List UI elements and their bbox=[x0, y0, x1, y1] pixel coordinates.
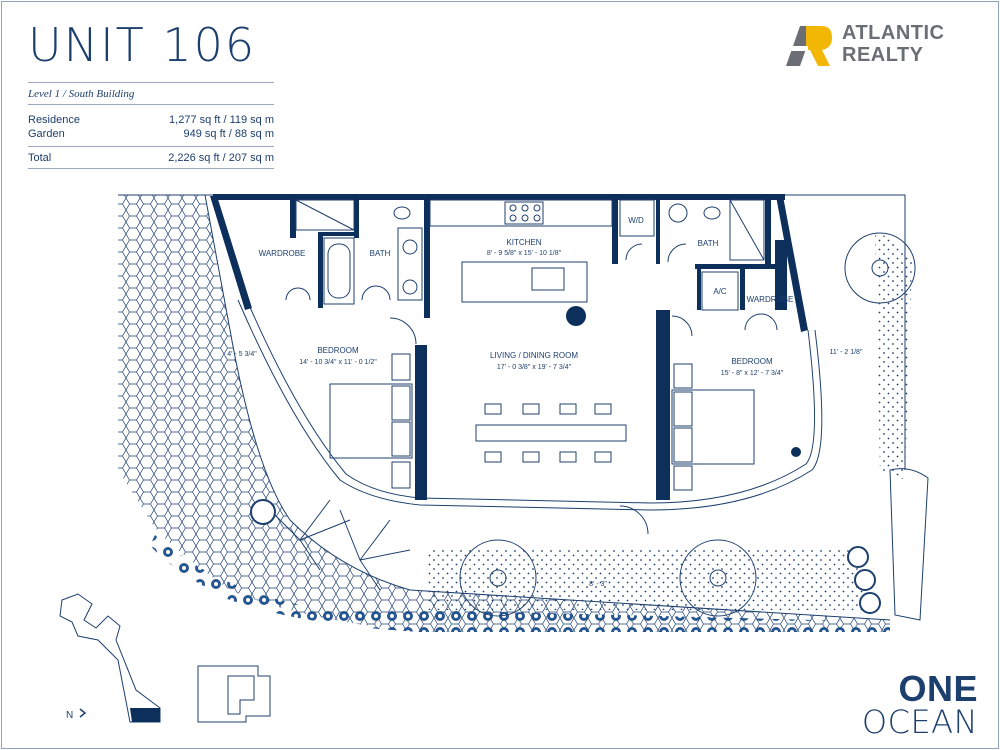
wardrobe-left-label: WARDROBE bbox=[259, 249, 306, 258]
site-key-plan bbox=[59, 593, 271, 723]
area-value: 1,277 sq ft / 119 sq m bbox=[169, 114, 274, 126]
north-label: N bbox=[66, 710, 73, 721]
logo-line-2: REALTY bbox=[842, 44, 924, 66]
kitchen-label: KITCHEN bbox=[506, 238, 541, 247]
planter-circles bbox=[250, 499, 881, 614]
hex-paving bbox=[118, 195, 890, 632]
level-divider bbox=[28, 104, 274, 105]
column-kitchen bbox=[566, 306, 586, 326]
ac-label: A/C bbox=[713, 287, 727, 296]
total-label: Total bbox=[28, 152, 52, 164]
bedroom-left-dims: 14' - 10 3/4" x 11' - 0 1/2" bbox=[299, 359, 377, 366]
garden-dim: 8' - 3" bbox=[589, 581, 607, 588]
kitchen-dims: 8' - 9 5/8" x 15' - 10 1/8" bbox=[487, 250, 562, 257]
side-lawn bbox=[875, 232, 912, 480]
garden-edge bbox=[118, 194, 891, 621]
fixtures bbox=[285, 199, 778, 535]
bath-left-label: BATH bbox=[370, 249, 391, 258]
total-value: 2,226 sq ft / 207 sq m bbox=[168, 152, 274, 164]
logo-line-1: ATLANTIC bbox=[842, 22, 945, 44]
logo-text: ATLANTIC REALTY bbox=[842, 22, 945, 66]
planting bbox=[269, 232, 929, 621]
brand-line-2: OCEAN bbox=[861, 703, 978, 741]
level-label: Level 1 / South Building bbox=[28, 88, 135, 100]
dotted-lawn bbox=[428, 550, 864, 610]
north-arrow-icon bbox=[79, 708, 87, 718]
area-label: Residence bbox=[28, 114, 80, 126]
brand-line-1: ONE bbox=[898, 668, 978, 709]
unit-title: UNIT 106 bbox=[28, 18, 257, 72]
bottom-divider bbox=[28, 168, 274, 169]
area-value: 949 sq ft / 88 sq m bbox=[183, 128, 275, 140]
area-label: Garden bbox=[28, 128, 65, 140]
title-divider bbox=[28, 82, 274, 83]
terrace-right-dim: 11' - 2 1/8" bbox=[830, 349, 863, 356]
atlantic-realty-logo bbox=[786, 26, 832, 66]
living-dims: 17' - 0 3/8" x 19' - 7 3/4" bbox=[497, 364, 572, 371]
terrace-left-dim: 4' - 5 3/4" bbox=[227, 351, 257, 358]
window-line-outer bbox=[237, 299, 823, 511]
logo-mark-r-icon bbox=[806, 26, 832, 66]
column-bedroom bbox=[791, 447, 801, 457]
walls bbox=[210, 194, 808, 500]
living-label: LIVING / DINING ROOM bbox=[490, 351, 578, 360]
window-line-inner bbox=[245, 297, 815, 504]
total-divider bbox=[28, 146, 274, 147]
unit-highlight bbox=[130, 708, 160, 722]
bath-right-label: BATH bbox=[698, 239, 719, 248]
wd-label: W/D bbox=[628, 216, 644, 225]
bedroom-right-label: BEDROOM bbox=[731, 357, 773, 366]
bedroom-right-dims: 15' - 8" x 12' - 7 3/4" bbox=[721, 370, 784, 377]
wardrobe-right-label: WARDROBE bbox=[747, 295, 794, 304]
one-ocean-logo: ONE OCEAN bbox=[861, 668, 978, 741]
paver-band bbox=[150, 535, 890, 632]
bedroom-left-label: BEDROOM bbox=[317, 346, 359, 355]
